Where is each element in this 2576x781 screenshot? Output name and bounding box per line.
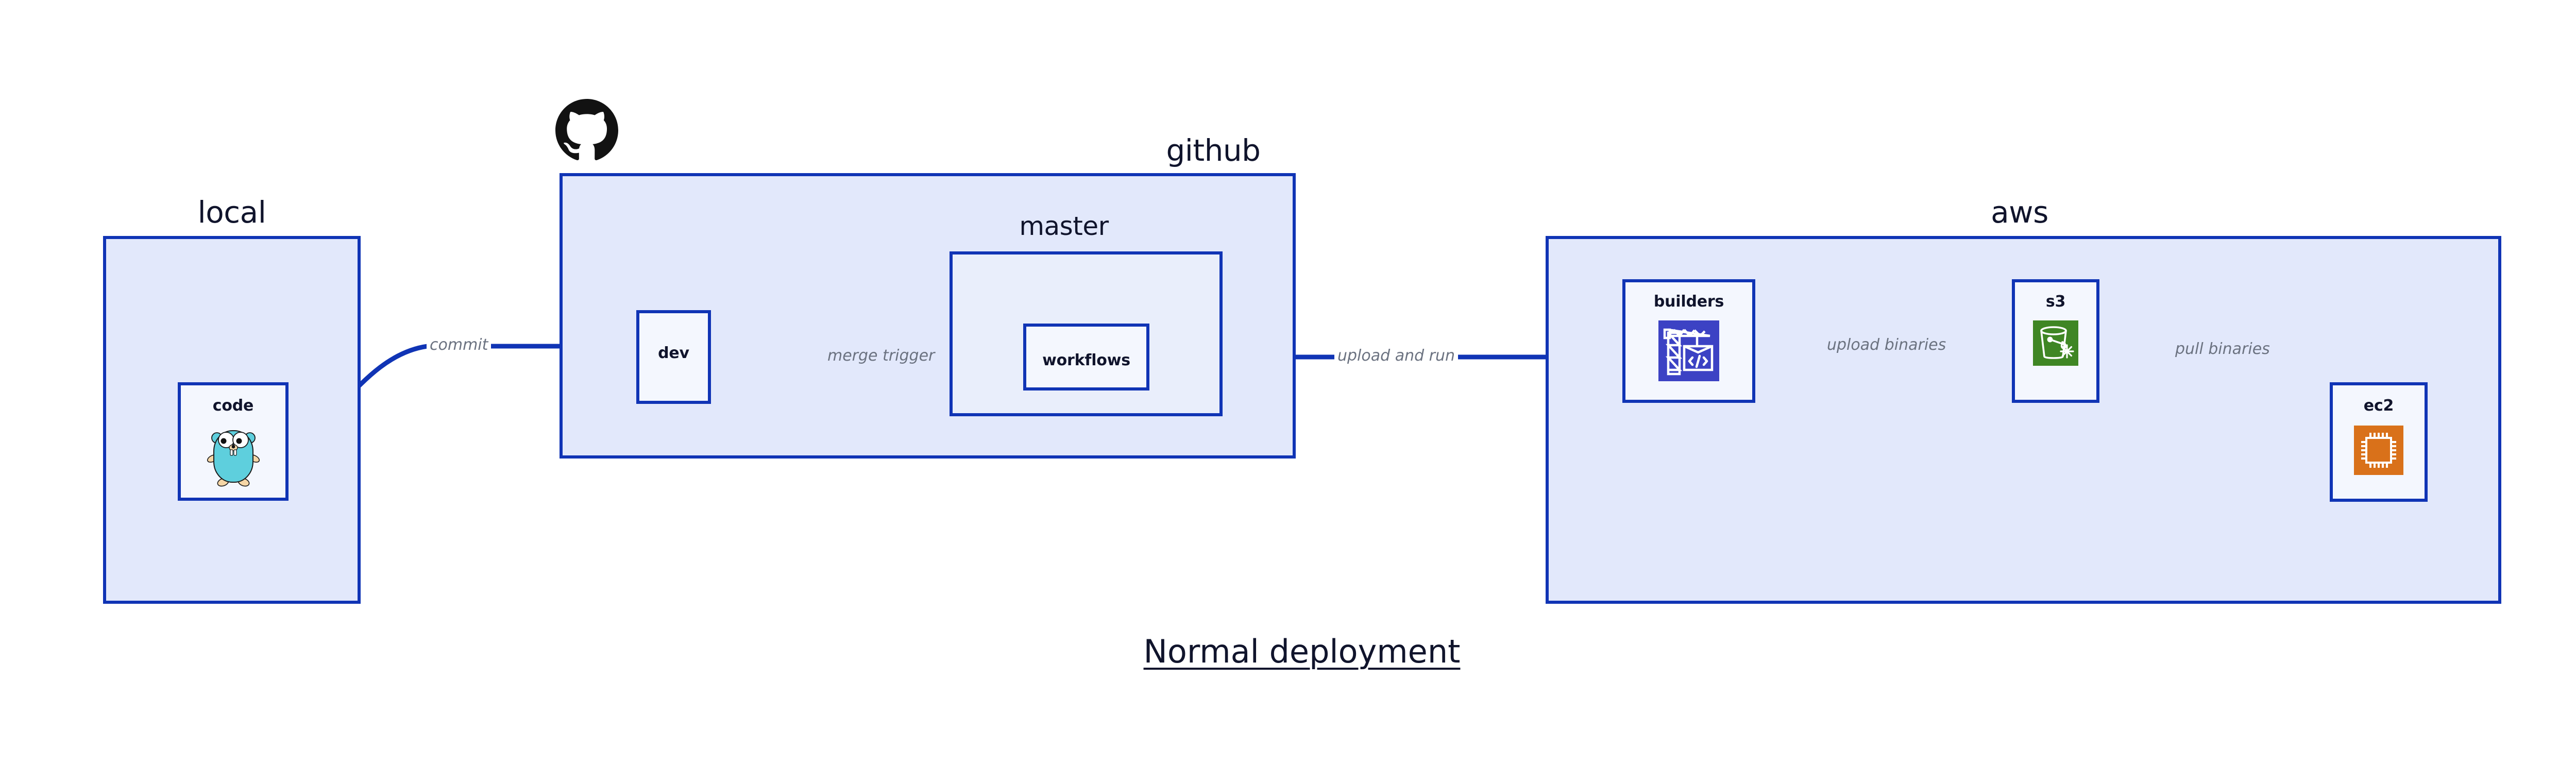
node-workflows-label-text: workflows [1042, 351, 1130, 369]
aws-ec2-chip-icon [2354, 426, 2403, 475]
node-dev-label-text: dev [658, 344, 689, 362]
edge-label-commit: commit [427, 336, 492, 354]
edge-label-upload-binaries: upload binaries [1824, 336, 1950, 354]
edge-label-pull-binaries-text: pull binaries [2175, 340, 2270, 358]
edge-label-pull-binaries: pull binaries [2172, 340, 2273, 358]
node-builders[interactable]: builders [1622, 279, 1755, 403]
node-workflows-label: workflows [1026, 351, 1146, 369]
group-label-local-text: local [197, 195, 266, 230]
edge-label-upload-and-run-text: upload and run [1337, 347, 1455, 365]
group-label-aws-text: aws [1991, 195, 2048, 230]
edge-label-commit-text: commit [430, 336, 488, 354]
node-dev-label: dev [639, 344, 708, 362]
aws-crane-icon [1658, 320, 1719, 381]
group-label-master: master [951, 211, 1177, 241]
node-builders-label: builders [1625, 293, 1752, 311]
node-code-label: code [181, 397, 285, 415]
node-ec2[interactable]: ec2 [2330, 382, 2428, 502]
edge-label-upload-and-run: upload and run [1334, 347, 1459, 365]
edge-label-upload-binaries-text: upload binaries [1827, 336, 1946, 354]
edge-label-merge-trigger-text: merge trigger [827, 347, 935, 365]
diagram-title: Normal deployment [0, 633, 2576, 670]
node-s3-label: s3 [2015, 293, 2096, 311]
group-label-github: github [1123, 133, 1303, 168]
node-code[interactable]: code [178, 382, 289, 501]
group-label-master-text: master [1019, 211, 1109, 241]
aws-s3-bucket-icon [2033, 320, 2078, 366]
node-builders-label-text: builders [1653, 293, 1724, 311]
node-s3[interactable]: s3 [2012, 279, 2099, 403]
edge-label-merge-trigger: merge trigger [824, 347, 938, 365]
github-logo-icon [555, 99, 618, 160]
node-s3-label-text: s3 [2045, 293, 2066, 311]
node-dev[interactable]: dev [636, 310, 711, 404]
node-ec2-label-text: ec2 [2363, 397, 2394, 415]
go-gopher-icon [207, 430, 260, 487]
group-label-github-text: github [1166, 133, 1261, 168]
group-label-local: local [103, 195, 361, 230]
group-label-aws: aws [1901, 195, 2138, 230]
diagram-title-text: Normal deployment [1143, 633, 1461, 670]
node-ec2-label: ec2 [2333, 397, 2425, 415]
node-workflows[interactable]: workflows [1023, 324, 1149, 390]
node-code-label-text: code [212, 397, 254, 415]
